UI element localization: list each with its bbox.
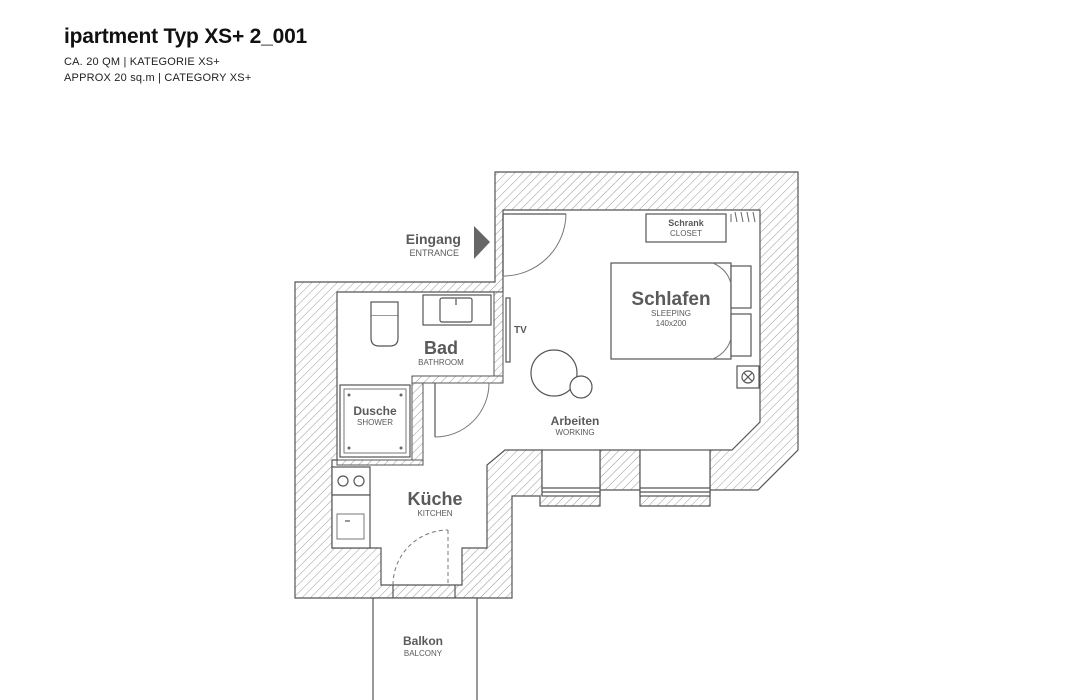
kitchen-wall <box>336 459 424 466</box>
stove <box>331 466 371 496</box>
entrance-door[interactable] <box>502 213 567 277</box>
shower-wall <box>411 382 424 466</box>
entrance-arrow-icon <box>474 226 490 259</box>
bathroom-sublabel: BATHROOM <box>418 358 464 367</box>
bed-fold-bottom <box>712 337 732 360</box>
closet-sublabel: CLOSET <box>670 229 702 238</box>
bathroom-door[interactable] <box>434 382 490 438</box>
nightstand-top <box>730 265 752 309</box>
outlet-icon <box>736 365 760 389</box>
kitchen-counter <box>331 494 371 549</box>
entrance-label: Eingang <box>406 231 461 247</box>
balcony-sublabel: BALCONY <box>404 649 443 658</box>
tv <box>505 297 511 363</box>
kitchen-sublabel: KITCHEN <box>417 509 452 518</box>
nightstand-bottom <box>730 313 752 357</box>
balcony-label: Balkon <box>403 634 443 648</box>
tv-label: TV <box>514 325 527 336</box>
bed-fold <box>712 262 732 285</box>
desk-table <box>530 349 578 397</box>
sleeping-sublabel: SLEEPING <box>651 309 691 318</box>
closet <box>645 213 727 243</box>
shower-tray <box>339 384 411 458</box>
bathroom-wall-east <box>493 291 504 383</box>
working-sublabel: WORKING <box>555 428 594 437</box>
hanger-icon <box>730 211 756 223</box>
entrance-sublabel: ENTRANCE <box>409 248 459 258</box>
bathroom-wall-south <box>411 375 504 384</box>
shower-sublabel: SHOWER <box>357 418 393 427</box>
page-title: ipartment Typ XS+ 2_001 <box>64 25 308 48</box>
balcony-door[interactable] <box>392 529 456 598</box>
bed-size-label: 140x200 <box>656 319 687 328</box>
working-label: Arbeiten <box>551 414 600 428</box>
toilet <box>370 301 399 347</box>
bathroom-label: Bad <box>424 338 458 358</box>
desk-chair <box>569 375 593 399</box>
sleeping-label: Schlafen <box>631 289 710 310</box>
balcony-area <box>372 597 478 700</box>
area-info-german: CA. 20 QM | KATEGORIE XS+ <box>64 56 220 68</box>
bathroom-sink <box>422 294 492 326</box>
window-left <box>541 449 601 497</box>
kitchen-label: Küche <box>407 489 462 509</box>
bed <box>610 262 732 360</box>
shower-label: Dusche <box>353 404 397 418</box>
closet-label: Schrank <box>668 218 705 228</box>
area-info-english: APPROX 20 sq.m | CATEGORY XS+ <box>64 72 252 84</box>
window-right <box>639 449 711 497</box>
